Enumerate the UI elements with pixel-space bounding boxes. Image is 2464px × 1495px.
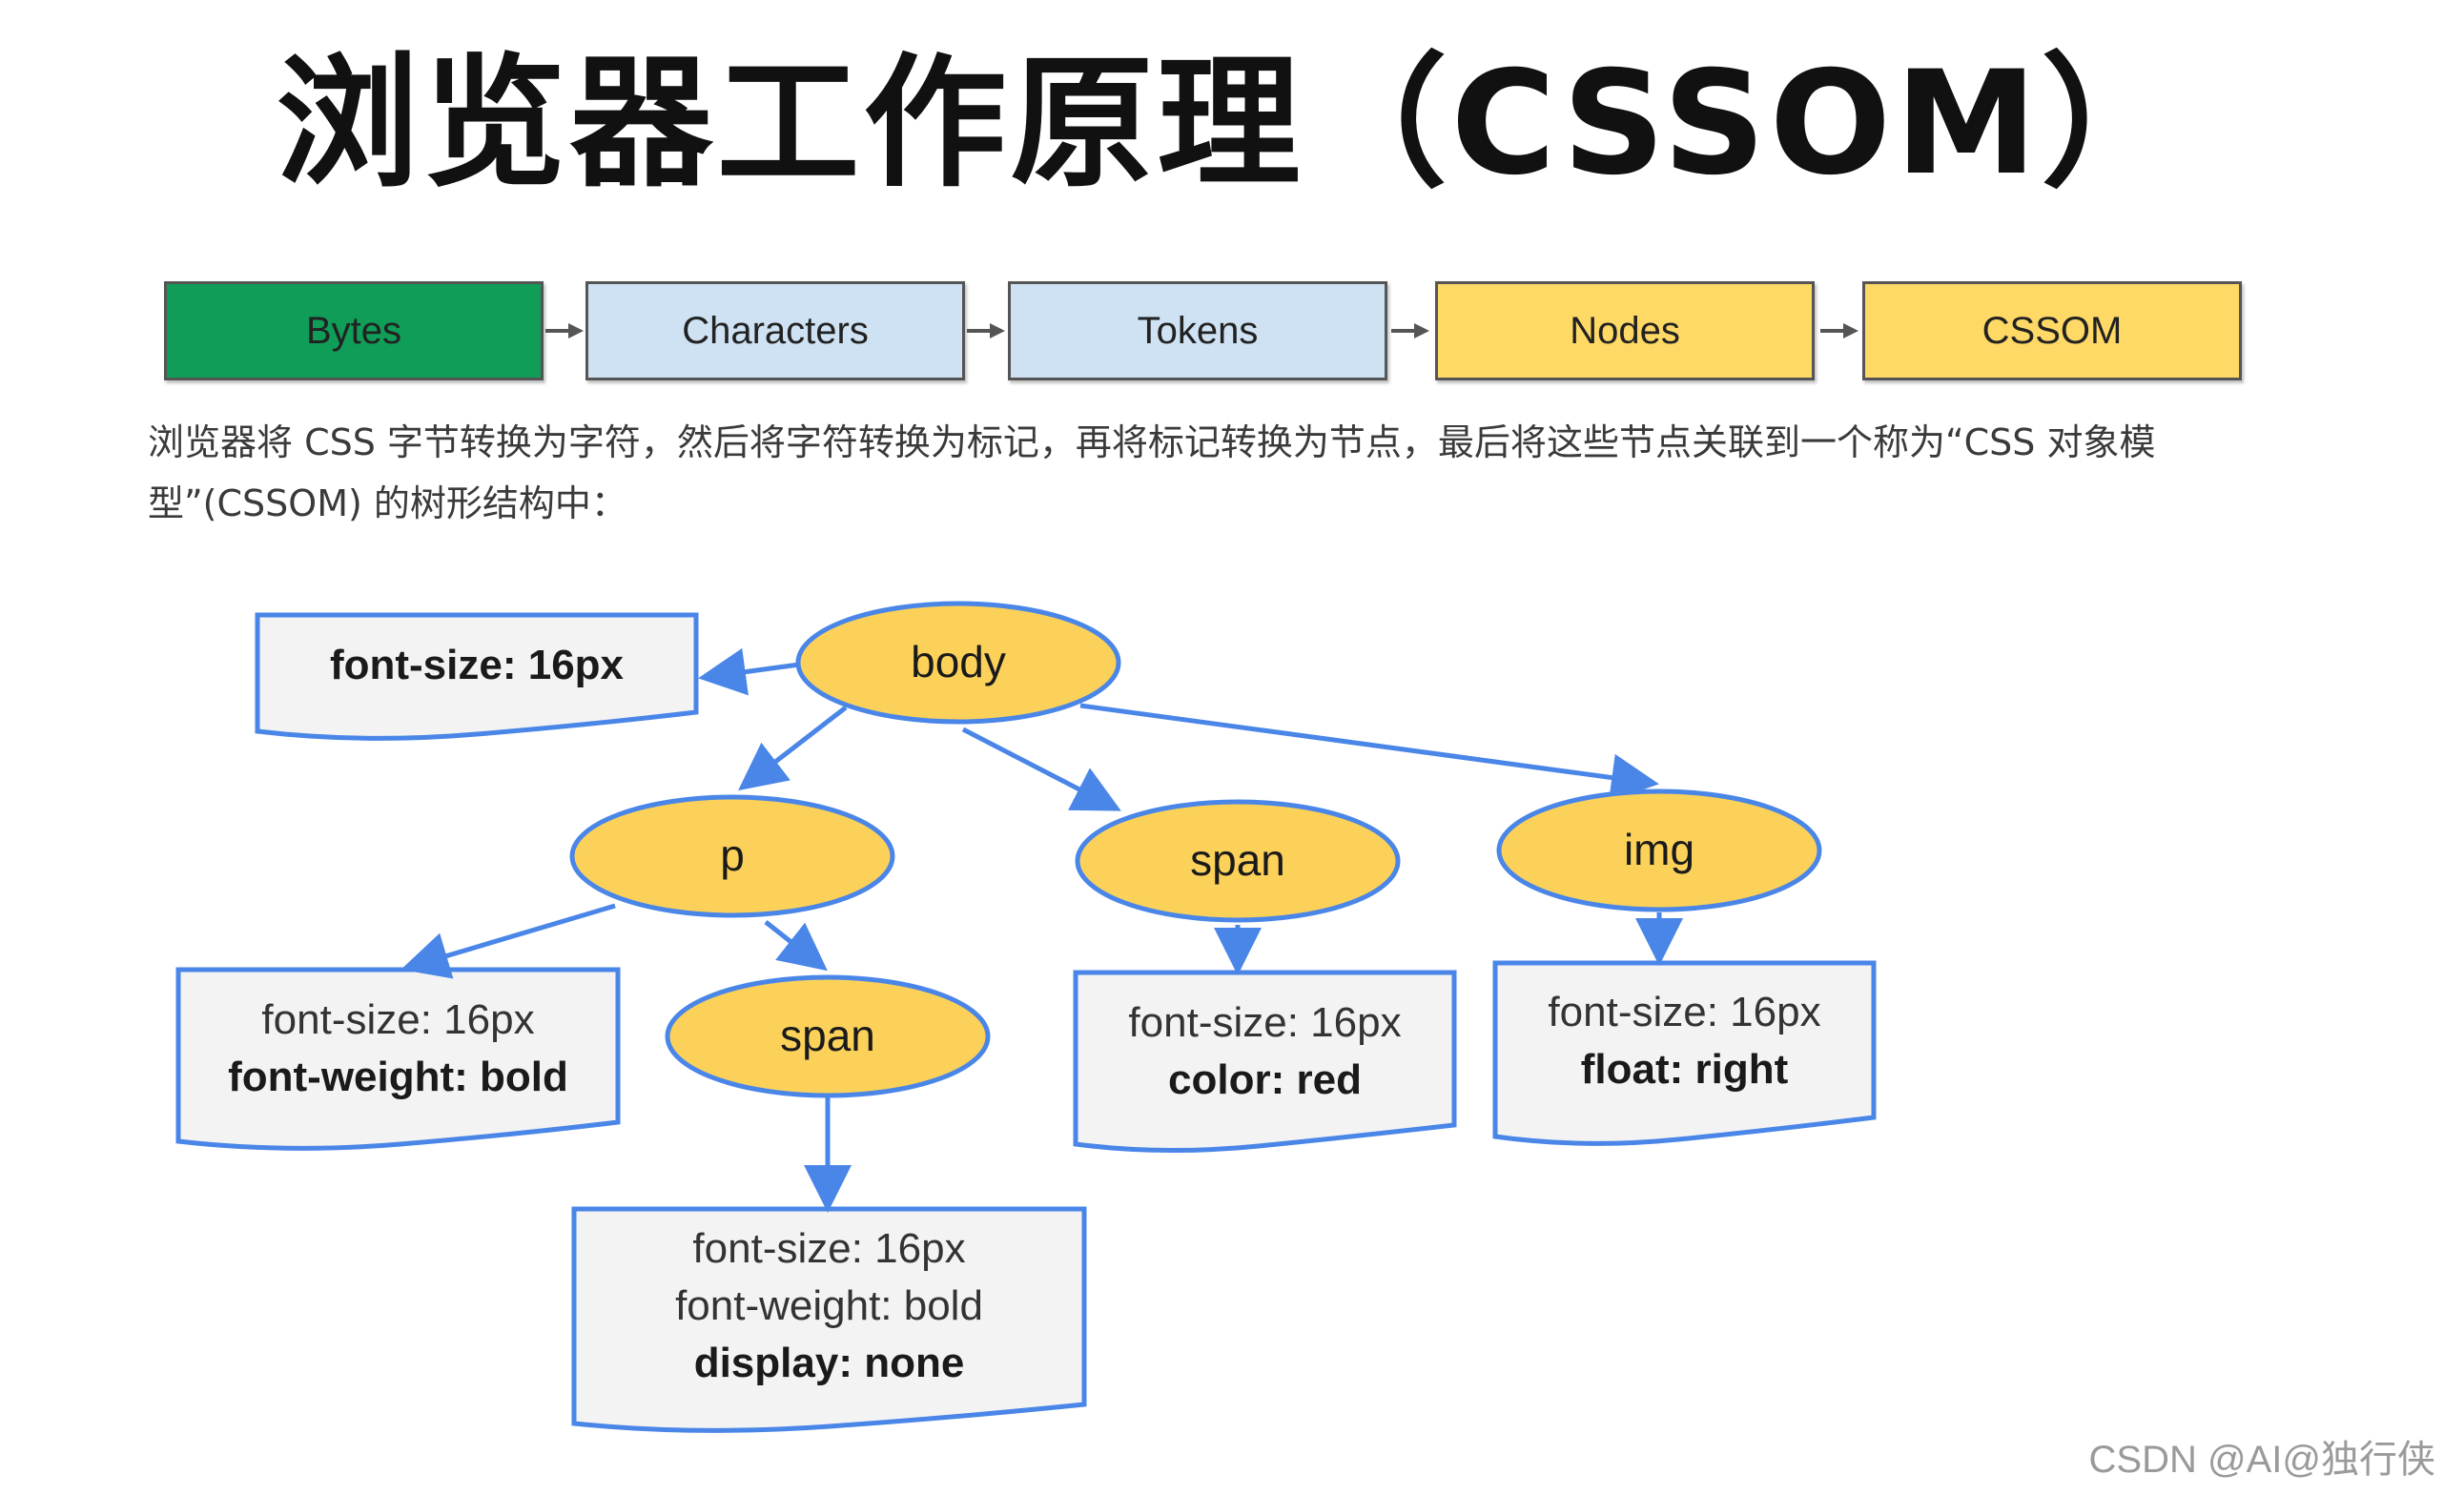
prop-line: display: none — [693, 1340, 965, 1386]
node-label-span-b: span — [780, 1011, 875, 1060]
prop-line: font-size: 16px — [692, 1225, 966, 1272]
prop-line: font-weight: bold — [228, 1054, 568, 1100]
edge-body-img — [1079, 703, 1659, 802]
prop-box-body — [255, 612, 699, 741]
prop-box-img — [1492, 960, 1877, 1146]
stage-bytes: Bytes — [164, 281, 544, 380]
arrow-right-icon — [1391, 323, 1429, 338]
props-img: font-size: 16px float: right — [1495, 984, 1874, 1098]
props-p: font-size: 16px font-weight: bold — [178, 992, 618, 1106]
edge-p-span-b — [764, 920, 828, 972]
edge-body-p — [738, 706, 848, 791]
node-img — [1496, 788, 1822, 912]
node-label-body: body — [911, 637, 1006, 686]
props-span-b: font-size: 16px font-weight: bold displa… — [574, 1220, 1084, 1392]
prop-line: font-size: 16px — [1548, 989, 1821, 1035]
prop-line: font-weight: bold — [675, 1282, 983, 1329]
node-p — [569, 794, 895, 918]
stage-cssom: CSSOM — [1862, 281, 2242, 380]
node-label-span-a: span — [1190, 835, 1285, 885]
stage-nodes: Nodes — [1435, 281, 1815, 380]
stage-tokens: Tokens — [1008, 281, 1387, 380]
edge-body-props — [698, 647, 800, 696]
description-text: 浏览器将 CSS 字节转换为字符，然后将字符转换为标记，再将标记转换为节点，最后… — [148, 421, 2156, 524]
stage-characters: Characters — [585, 281, 965, 380]
props-span-a: font-size: 16px color: red — [1076, 994, 1454, 1109]
edge-p-props — [400, 903, 616, 979]
prop-line: font-size: 16px — [1128, 999, 1402, 1046]
prop-line: font-size: 16px — [329, 642, 625, 688]
arrow-right-icon — [1820, 323, 1858, 338]
prop-box-p — [175, 967, 621, 1151]
stage-label: Tokens — [1137, 309, 1259, 352]
node-label-p: p — [720, 830, 745, 880]
prop-line: float: right — [1580, 1046, 1789, 1093]
page-title: 浏览器工作原理（CSSOM） — [276, 41, 2188, 207]
node-span-a — [1075, 799, 1401, 923]
prop-box-span-a — [1073, 970, 1457, 1154]
stage-label: Nodes — [1570, 309, 1680, 352]
edge-body-span-a — [961, 727, 1121, 811]
watermark: CSDN @AI@独行侠 — [2088, 1439, 2435, 1481]
node-label-img: img — [1623, 825, 1695, 874]
prop-line: font-size: 16px — [261, 996, 535, 1043]
stage-label: Bytes — [305, 309, 402, 352]
arrow-right-icon — [967, 323, 1005, 338]
prop-box-span-b — [571, 1206, 1087, 1433]
stage-label: CSSOM — [1981, 309, 2123, 352]
arrow-right-icon — [545, 323, 584, 338]
stage-label: Characters — [682, 309, 869, 352]
node-body — [795, 601, 1121, 725]
node-span-b — [665, 974, 991, 1098]
props-body: font-size: 16px — [257, 637, 696, 694]
prop-line: color: red — [1168, 1056, 1362, 1103]
